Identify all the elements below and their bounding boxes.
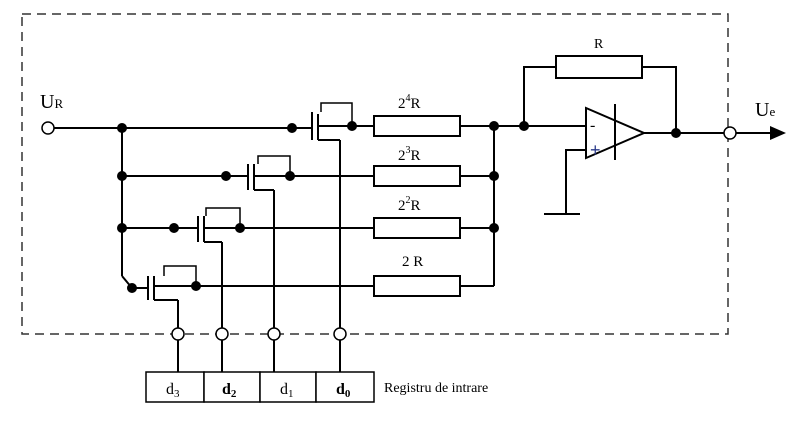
- feedback-resistor: [555, 55, 643, 79]
- resistor-2R-label: 2 R: [402, 254, 423, 270]
- resistor-2R: [373, 275, 461, 297]
- register-cell-d3: [145, 371, 205, 403]
- register-caption: Registru de intrare: [384, 381, 488, 396]
- output-terminal: [723, 126, 737, 140]
- dashed-enclosure: [21, 13, 729, 335]
- input-terminal: [41, 121, 55, 135]
- input-voltage-label: UR: [40, 91, 63, 113]
- op-amp-minus: -: [590, 117, 595, 134]
- input-register: d3 d2 d1 d0: [145, 371, 375, 403]
- register-bit-label: d2: [222, 381, 237, 400]
- register-bit-label: d1: [280, 381, 294, 400]
- resistor-2-3R-label: 23R: [398, 145, 421, 164]
- register-cell-d2: [203, 371, 261, 403]
- output-voltage-label: Ue: [755, 99, 775, 121]
- output-arrow-icon: [770, 126, 786, 140]
- op-amp-plus: +: [590, 140, 601, 160]
- resistor-2-3R: [373, 165, 461, 187]
- resistor-2-2R: [373, 217, 461, 239]
- feedback-resistor-label: R: [594, 37, 604, 52]
- register-cell-d1: [259, 371, 317, 403]
- feedback-wire: [523, 66, 556, 126]
- resistor-2-2R-label: 22R: [398, 195, 421, 214]
- resistor-2-4R-label: 24R: [398, 93, 421, 112]
- resistor-2-4R: [373, 115, 461, 137]
- register-bit-label: d0: [336, 381, 351, 400]
- register-cell-d0: [315, 371, 375, 403]
- register-bit-label: d3: [166, 381, 180, 400]
